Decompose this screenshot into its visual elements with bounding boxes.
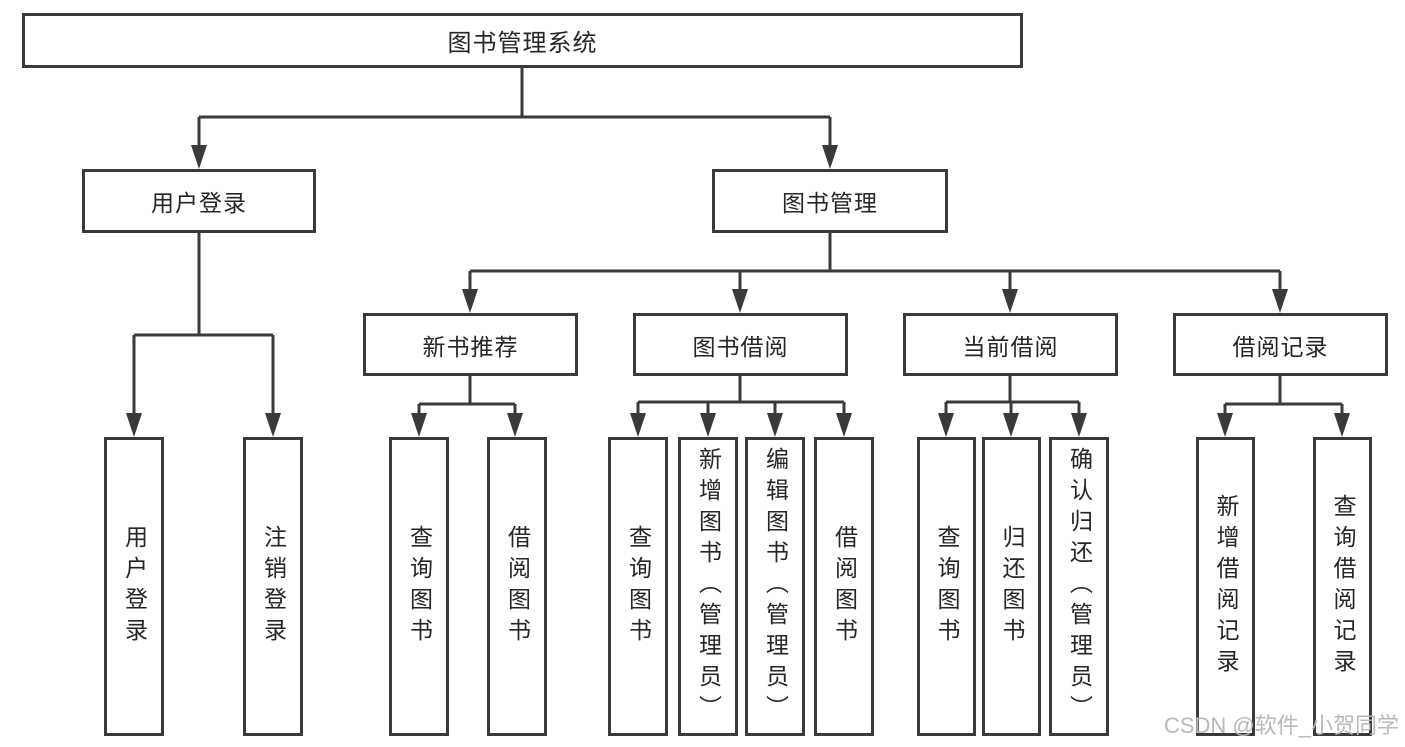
node-cb-return-books-label: 归还图书 [999,524,1025,649]
node-cb-query-books-label: 查询图书 [934,524,960,649]
node-cb-confirm-return-label: 确认归还（管理员） [1066,447,1093,726]
node-bb-edit-books-label: 编辑图书（管理员） [762,447,789,726]
node-nb-borrow-books-label: 借阅图书 [504,524,531,649]
node-br-add-record-label: 新增借阅记录 [1213,493,1239,680]
csdn-watermark: CSDN @软件_小贺同学 [1163,713,1399,738]
node-user-login-leaf: 用户登录 [104,437,164,736]
node-root: 图书管理系统 [22,13,1023,68]
node-bb-query-books-label: 查询图书 [625,524,652,649]
node-bb-query-books: 查询图书 [608,437,668,736]
node-book-management: 图书管理 [712,169,948,233]
node-logout-leaf: 注销登录 [243,437,303,736]
node-bb-add-books: 新增图书（管理员） [678,437,738,736]
node-borrow-records-label: 借阅记录 [1232,333,1329,360]
arrowheads [126,145,1350,437]
node-root-label: 图书管理系统 [447,30,598,57]
node-new-book-recommend-label: 新书推荐 [422,333,519,360]
node-bb-borrow-books: 借阅图书 [814,437,874,736]
node-br-add-record: 新增借阅记录 [1196,437,1255,736]
node-book-borrow: 图书借阅 [633,313,848,376]
node-logout-leaf-label: 注销登录 [260,524,287,649]
node-new-book-recommend: 新书推荐 [363,313,578,376]
node-user-login: 用户登录 [82,169,316,233]
node-user-login-label: 用户登录 [151,190,247,216]
node-br-query-record: 查询借阅记录 [1313,437,1372,736]
node-br-query-record-label: 查询借阅记录 [1330,493,1356,680]
connector-paths [132,67,1344,415]
node-cb-confirm-return: 确认归还（管理员） [1049,437,1109,736]
node-book-management-label: 图书管理 [782,190,878,216]
node-bb-add-books-label: 新增图书（管理员） [695,447,722,726]
node-book-borrow-label: 图书借阅 [692,333,789,360]
node-cb-query-books: 查询图书 [917,437,976,736]
node-borrow-records: 借阅记录 [1173,313,1388,376]
node-current-borrow: 当前借阅 [903,313,1118,376]
node-nb-borrow-books: 借阅图书 [487,437,547,736]
node-user-login-leaf-label: 用户登录 [121,524,148,649]
node-bb-edit-books: 编辑图书（管理员） [745,437,805,736]
node-nb-query-books-label: 查询图书 [406,524,433,649]
node-bb-borrow-books-label: 借阅图书 [831,524,858,649]
node-current-borrow-label: 当前借阅 [962,333,1059,360]
node-nb-query-books: 查询图书 [389,437,449,736]
node-cb-return-books: 归还图书 [982,437,1041,736]
